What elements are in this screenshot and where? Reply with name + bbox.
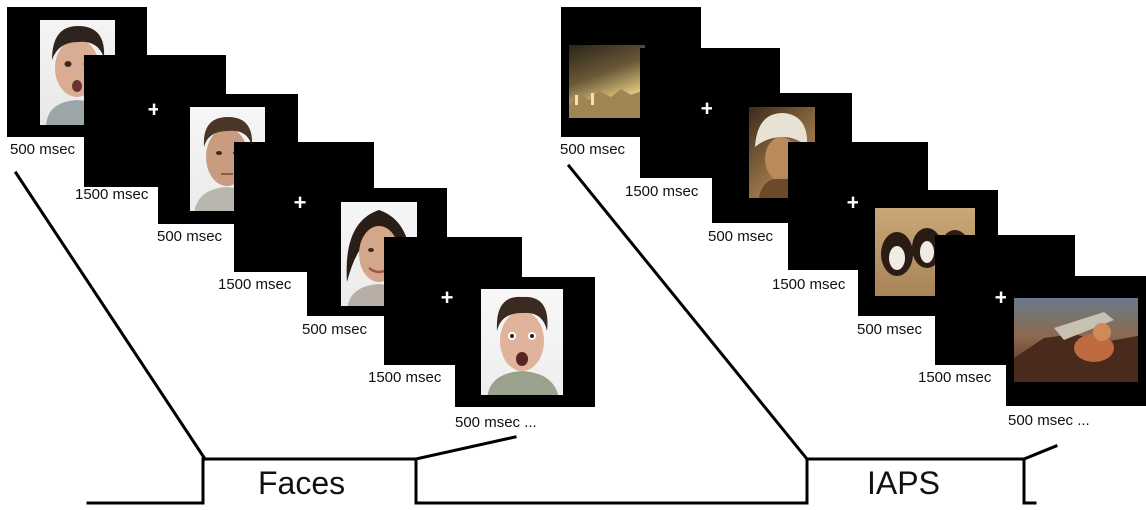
faces-duration-1: 500 msec <box>10 141 76 158</box>
fixation-cross: + <box>147 97 161 122</box>
faces-group-label: Faces <box>258 465 346 501</box>
iaps-photo-4 <box>1014 298 1138 382</box>
faces-duration-3: 500 msec <box>157 228 223 245</box>
faces-right-connector <box>414 435 517 461</box>
iaps-duration-2: 1500 msec <box>625 183 699 200</box>
fixation-cross: + <box>700 96 714 121</box>
iaps-photo-1 <box>569 45 645 118</box>
faces-duration-4: 1500 msec <box>218 276 292 293</box>
faces-bracket <box>86 457 809 505</box>
faces-left-connector <box>13 170 208 462</box>
faces-duration-2: 1500 msec <box>75 186 149 203</box>
iaps-group-label: IAPS <box>867 465 940 501</box>
face-photo-4 <box>481 289 563 395</box>
iaps-duration-6: 1500 msec <box>918 369 992 386</box>
iaps-duration-7: 500 msec ... <box>1008 412 1090 429</box>
fixation-cross: + <box>846 190 860 215</box>
iaps-duration-3: 500 msec <box>708 228 774 245</box>
iaps-duration-5: 500 msec <box>857 321 923 338</box>
iaps-duration-1: 500 msec <box>560 141 626 158</box>
faces-duration-7: 500 msec ... <box>455 414 537 431</box>
iaps-left-connector <box>566 163 810 462</box>
iaps-duration-4: 1500 msec <box>772 276 846 293</box>
iaps-frame-1 <box>561 7 701 137</box>
iaps-right-connector <box>1022 444 1058 461</box>
fixation-cross: + <box>994 285 1008 310</box>
faces-duration-6: 1500 msec <box>368 369 442 386</box>
faces-frame-7 <box>455 277 595 407</box>
faces-duration-5: 500 msec <box>302 321 368 338</box>
fixation-cross: + <box>293 190 307 215</box>
fixation-cross: + <box>440 285 454 310</box>
iaps-frame-7 <box>1006 276 1146 406</box>
